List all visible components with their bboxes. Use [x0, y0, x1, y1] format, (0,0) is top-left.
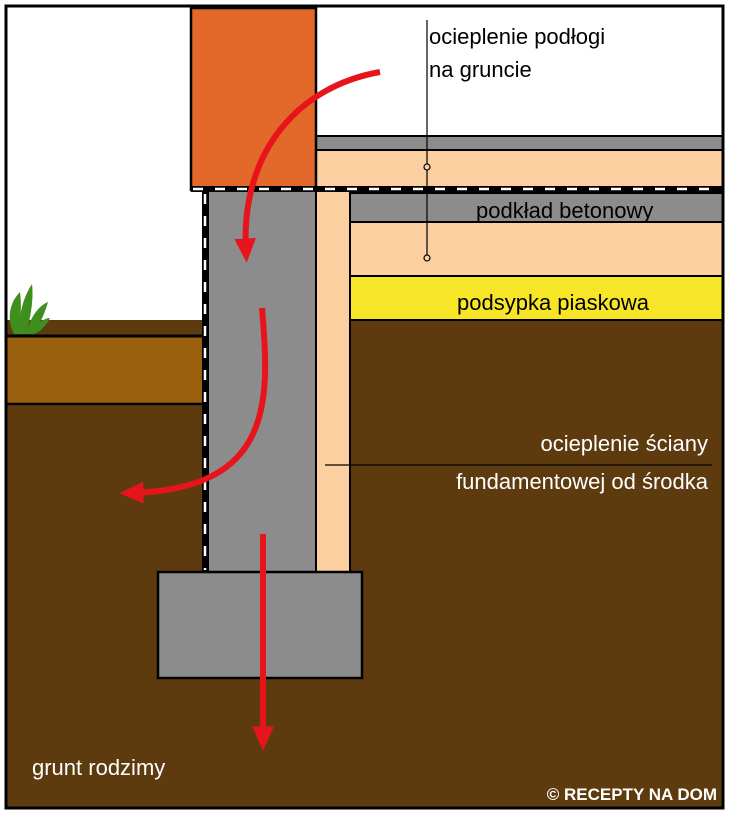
- label-sand-fill: podsypka piaskowa: [457, 290, 650, 315]
- concrete-base-slab: [349, 192, 724, 223]
- leader-dot-upper: [423, 163, 431, 171]
- floor-insulation-lower: [349, 221, 724, 277]
- floor-insulation-upper: [315, 149, 724, 191]
- wall-insulation: [315, 189, 351, 573]
- label-native-soil: grunt rodzimy: [32, 755, 165, 780]
- label-floor-insulation-line1: ocieplenie podłogi: [429, 24, 605, 49]
- label-concrete-base: podkład betonowy: [476, 198, 653, 223]
- credit-text: © RECEPTY NA DOM: [547, 785, 717, 804]
- heat-arrow-curved: [234, 69, 381, 263]
- diagram-frame: [4, 4, 725, 810]
- sand-fill-layer: [349, 275, 724, 321]
- label-floor-insulation-line2: na gruncie: [429, 57, 532, 82]
- heat-arrow-sideways: [119, 307, 269, 504]
- floor-finish: [315, 135, 724, 151]
- brick-wall: [189, 6, 318, 192]
- topsoil-layer: [4, 334, 210, 406]
- label-wall-insulation-line2: fundamentowej od środka: [456, 469, 709, 494]
- plant-icon: [9, 284, 50, 334]
- leader-dot-lower: [423, 254, 431, 262]
- label-wall-insulation-line1: ocieplenie ściany: [540, 431, 708, 456]
